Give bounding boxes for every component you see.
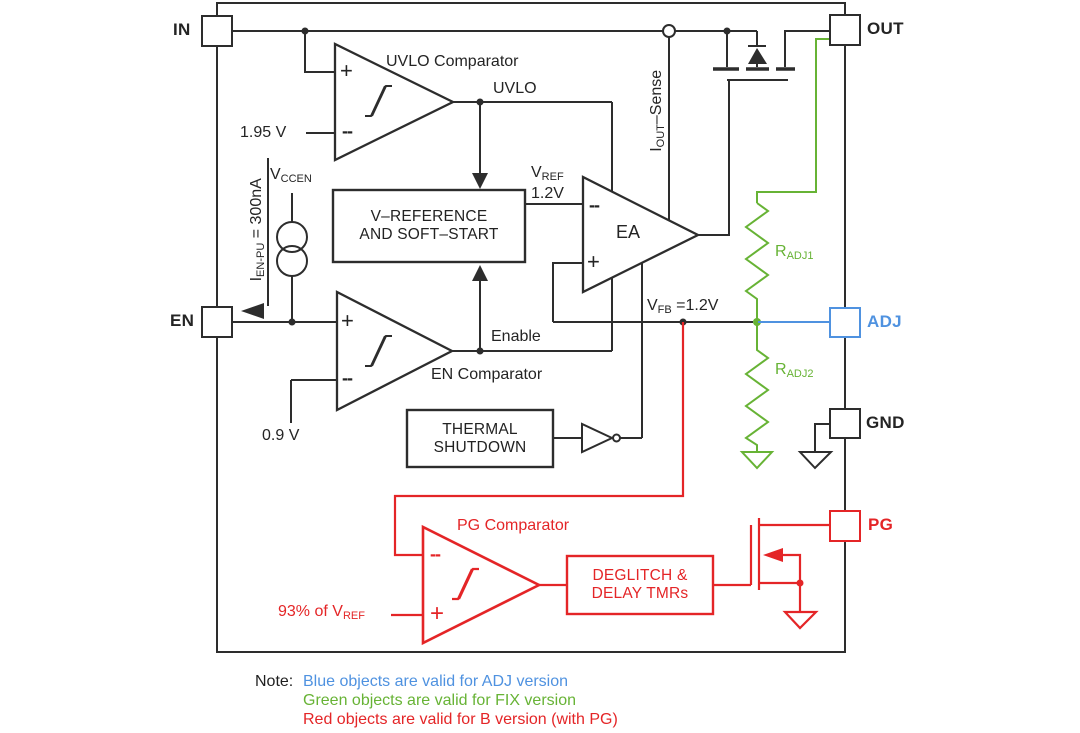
- down-arrowhead-icon: [472, 173, 488, 189]
- en-hysteresis-icon: [365, 335, 392, 367]
- ea-minus-mark: --: [589, 195, 600, 215]
- note-red: Red objects are valid for B version (wit…: [303, 711, 618, 728]
- pg-comparator-symbol: [421, 524, 542, 646]
- thermal-box-label: THERMAL SHUTDOWN: [433, 420, 527, 456]
- enable-label: Enable: [491, 328, 541, 345]
- pin-gnd-label: GND: [866, 413, 905, 432]
- uvlo-hysteresis-icon: [365, 85, 392, 117]
- vref-value-label: 1.2V: [531, 185, 564, 202]
- ien-pu-label: IEN-PU = 300nA: [248, 178, 268, 282]
- note-green: Green objects are valid for FIX version: [303, 692, 577, 709]
- gnd-stub-wire: [814, 423, 830, 452]
- radj2-label: RADJ2: [775, 361, 814, 380]
- en-ref-wire: [290, 379, 337, 423]
- junction-dot: [301, 27, 309, 35]
- green-junction-dot: [753, 318, 761, 326]
- inverter-symbol: [581, 422, 615, 454]
- pgfet-body-arrow-icon: [763, 548, 783, 562]
- pg-hysteresis-icon: [452, 567, 479, 601]
- junction-dot: [476, 347, 484, 355]
- vccen-label: VCCEN: [270, 166, 312, 185]
- en-comparator-symbol: [335, 290, 455, 412]
- radj2-resistor-icon: [744, 322, 770, 452]
- pin-adj-square: [829, 307, 861, 338]
- note-blue: Blue objects are valid for ADJ version: [303, 673, 569, 690]
- pg-gnd-symbol-icon: [782, 610, 819, 630]
- pg-comparator-label: PG Comparator: [457, 517, 570, 534]
- left-arrowhead-icon: [241, 303, 264, 319]
- body-diode-icon: [748, 48, 767, 64]
- ea-plus-loop-wire: [552, 262, 583, 322]
- pins: [201, 14, 861, 542]
- vreference-box: [331, 188, 527, 264]
- current-source-icon2: [276, 245, 308, 277]
- current-source-icon: [276, 221, 308, 253]
- ea-symbol: [581, 175, 701, 294]
- pin-gnd-square: [829, 408, 861, 439]
- pin-en-label: EN: [170, 311, 195, 330]
- deglitch-box-label: DEGLITCH & DELAY TMRs: [591, 567, 689, 602]
- note-prefix: Note:: [255, 673, 294, 690]
- green-circuit: [739, 38, 830, 470]
- body-diode-wires: [748, 31, 766, 67]
- vfb-to-pg-wire: [393, 322, 685, 557]
- out-to-radj1-wire: [756, 38, 830, 203]
- en-plus-mark: +: [341, 308, 354, 333]
- up-arrowhead-icon: [472, 265, 488, 281]
- uvlo-comparator-symbol: [333, 42, 456, 162]
- en-ref-label: 0.9 V: [262, 427, 300, 444]
- uvlo-plus-wire: [304, 31, 335, 73]
- uvlo-ref-label: 1.95 V: [240, 124, 287, 141]
- uvlo-plus-mark: +: [340, 58, 353, 83]
- pin-pg-label: PG: [868, 515, 894, 534]
- red-circuit: [391, 322, 830, 646]
- ea-plus-mark: +: [587, 249, 600, 274]
- uvlo-minus-mark: --: [342, 121, 353, 141]
- pin-pg-square: [829, 510, 861, 542]
- fet-drain-wire: [784, 30, 830, 67]
- junction-dot: [476, 98, 484, 106]
- pg-minus-mark: --: [430, 544, 441, 564]
- tsd-to-ea-wire: [620, 263, 643, 439]
- radj2-gnd-symbol-icon: [739, 451, 775, 470]
- junction-dot: [288, 318, 296, 326]
- ea-label: EA: [616, 222, 641, 242]
- iout-sense-tap-icon: [662, 24, 676, 38]
- pin-in-square: [201, 15, 233, 47]
- vref-label: VREF: [531, 164, 564, 183]
- pin-out-label: OUT: [867, 19, 904, 38]
- pin-in-label: IN: [173, 20, 191, 39]
- junction-dot: [723, 27, 731, 35]
- vfb-label: VFB =1.2V: [647, 297, 719, 316]
- en-comparator-label: EN Comparator: [431, 366, 543, 383]
- pgfet-source-wire: [759, 553, 802, 585]
- uvlo-signal-label: UVLO: [493, 80, 537, 97]
- iout-sense-label: IOUT–Sense: [648, 69, 668, 152]
- black-circuit: [216, 2, 846, 653]
- uvlo-comparator-label: UVLO Comparator: [386, 53, 519, 70]
- pg-ref-label: 93% of VREF: [278, 603, 365, 622]
- gnd-symbol-icon: [797, 451, 834, 470]
- pgfet-gate-wire: [713, 525, 753, 587]
- ea-output-wire: [698, 80, 730, 236]
- pg-plus-mark: +: [430, 600, 445, 627]
- pin-out-square: [829, 14, 861, 46]
- pin-en-square: [201, 306, 233, 338]
- radj1-label: RADJ1: [775, 243, 814, 262]
- pin-adj-label: ADJ: [867, 312, 902, 331]
- radj1-resistor-icon: [744, 202, 770, 322]
- en-minus-mark: --: [342, 368, 353, 388]
- vreference-box-label: V–REFERENCE AND SOFT–START: [359, 208, 499, 243]
